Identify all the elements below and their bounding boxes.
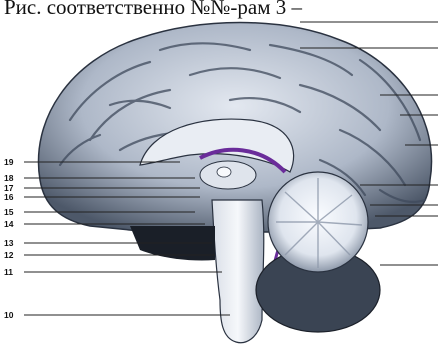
- label-12: 12: [4, 250, 14, 260]
- figure-caption: Рис. соответственно №№-рам 3 –: [4, 0, 438, 20]
- label-15: 15: [4, 207, 14, 217]
- label-11: 11: [4, 267, 13, 277]
- label-19: 19: [4, 157, 14, 167]
- label-10: 10: [4, 310, 14, 320]
- brainstem: [212, 200, 264, 343]
- label-18: 18: [4, 173, 14, 183]
- left-labels: 19 18 17 16 15 14 13 12 11 10: [4, 157, 14, 320]
- label-14: 14: [4, 219, 14, 229]
- interthalamic-adhesion: [217, 167, 231, 177]
- label-13: 13: [4, 238, 14, 248]
- label-16: 16: [4, 192, 14, 202]
